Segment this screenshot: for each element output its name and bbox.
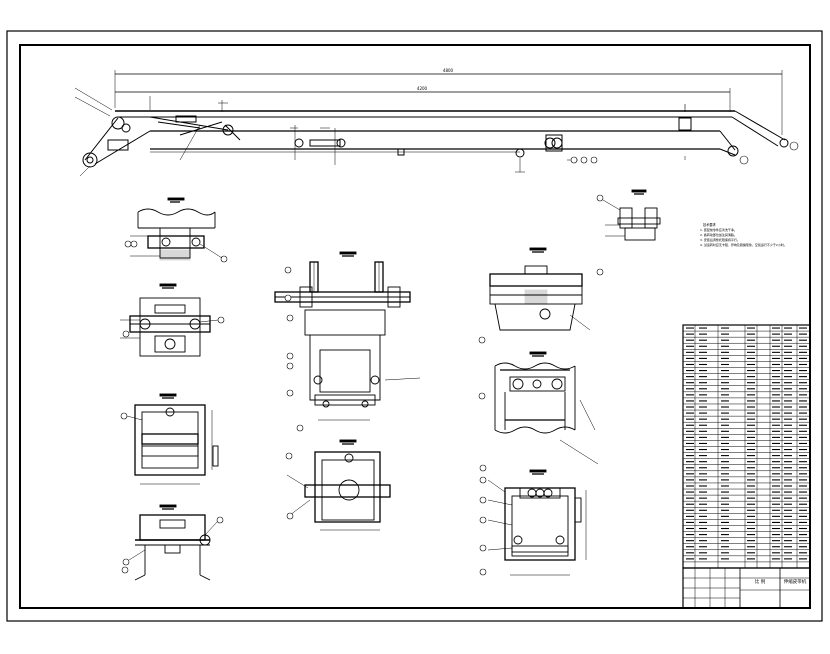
outer-border — [6, 30, 823, 622]
detail-view-e — [274, 251, 421, 421]
title-block-name: 伸缩皮带机 — [784, 578, 807, 585]
main-view-balloons — [570, 141, 799, 165]
detail-view-a — [130, 197, 228, 263]
inner-dimension: 4200 — [417, 86, 428, 91]
notes-line-2: 2. 各转动部位加注润滑脂。 — [700, 232, 737, 237]
tiny-annotation-marks — [162, 193, 644, 510]
detail-view-c — [120, 393, 219, 485]
overall-dimension: 4800 — [443, 68, 454, 73]
notes-line-4: 4. 试运转时应无卡阻、异响及跑偏现象，空载运行不少于2小时。 — [700, 242, 787, 247]
detail-view-h — [494, 351, 599, 465]
balloon — [739, 155, 749, 165]
main-elevation-view — [82, 70, 789, 168]
notes-line-1: 1. 装配前零件应清洗干净。 — [700, 227, 737, 232]
detail-view-d — [122, 504, 224, 581]
bill-of-materials — [682, 324, 811, 569]
detail-view-j — [596, 189, 661, 241]
title-block — [682, 567, 811, 609]
notes-line-3: 3. 安装后调整托辊保持平行。 — [700, 237, 740, 242]
notes-heading: 技术要求 — [703, 222, 717, 227]
detail-balloons — [121, 240, 604, 576]
balloon — [570, 156, 578, 164]
balloon — [580, 156, 588, 164]
detail-view-f — [286, 439, 391, 531]
detail-view-b — [120, 283, 225, 357]
detail-view-i — [487, 469, 587, 576]
title-block-scale: 比 例 — [755, 578, 766, 585]
balloon — [789, 141, 799, 151]
detail-view-g — [489, 247, 591, 331]
main-view-leaders — [74, 87, 748, 177]
technical-notes: 技术要求 1. 装配前零件应清洗干净。 2. 各转动部位加注润滑脂。 3. 安装… — [700, 222, 787, 247]
balloon — [590, 156, 598, 164]
